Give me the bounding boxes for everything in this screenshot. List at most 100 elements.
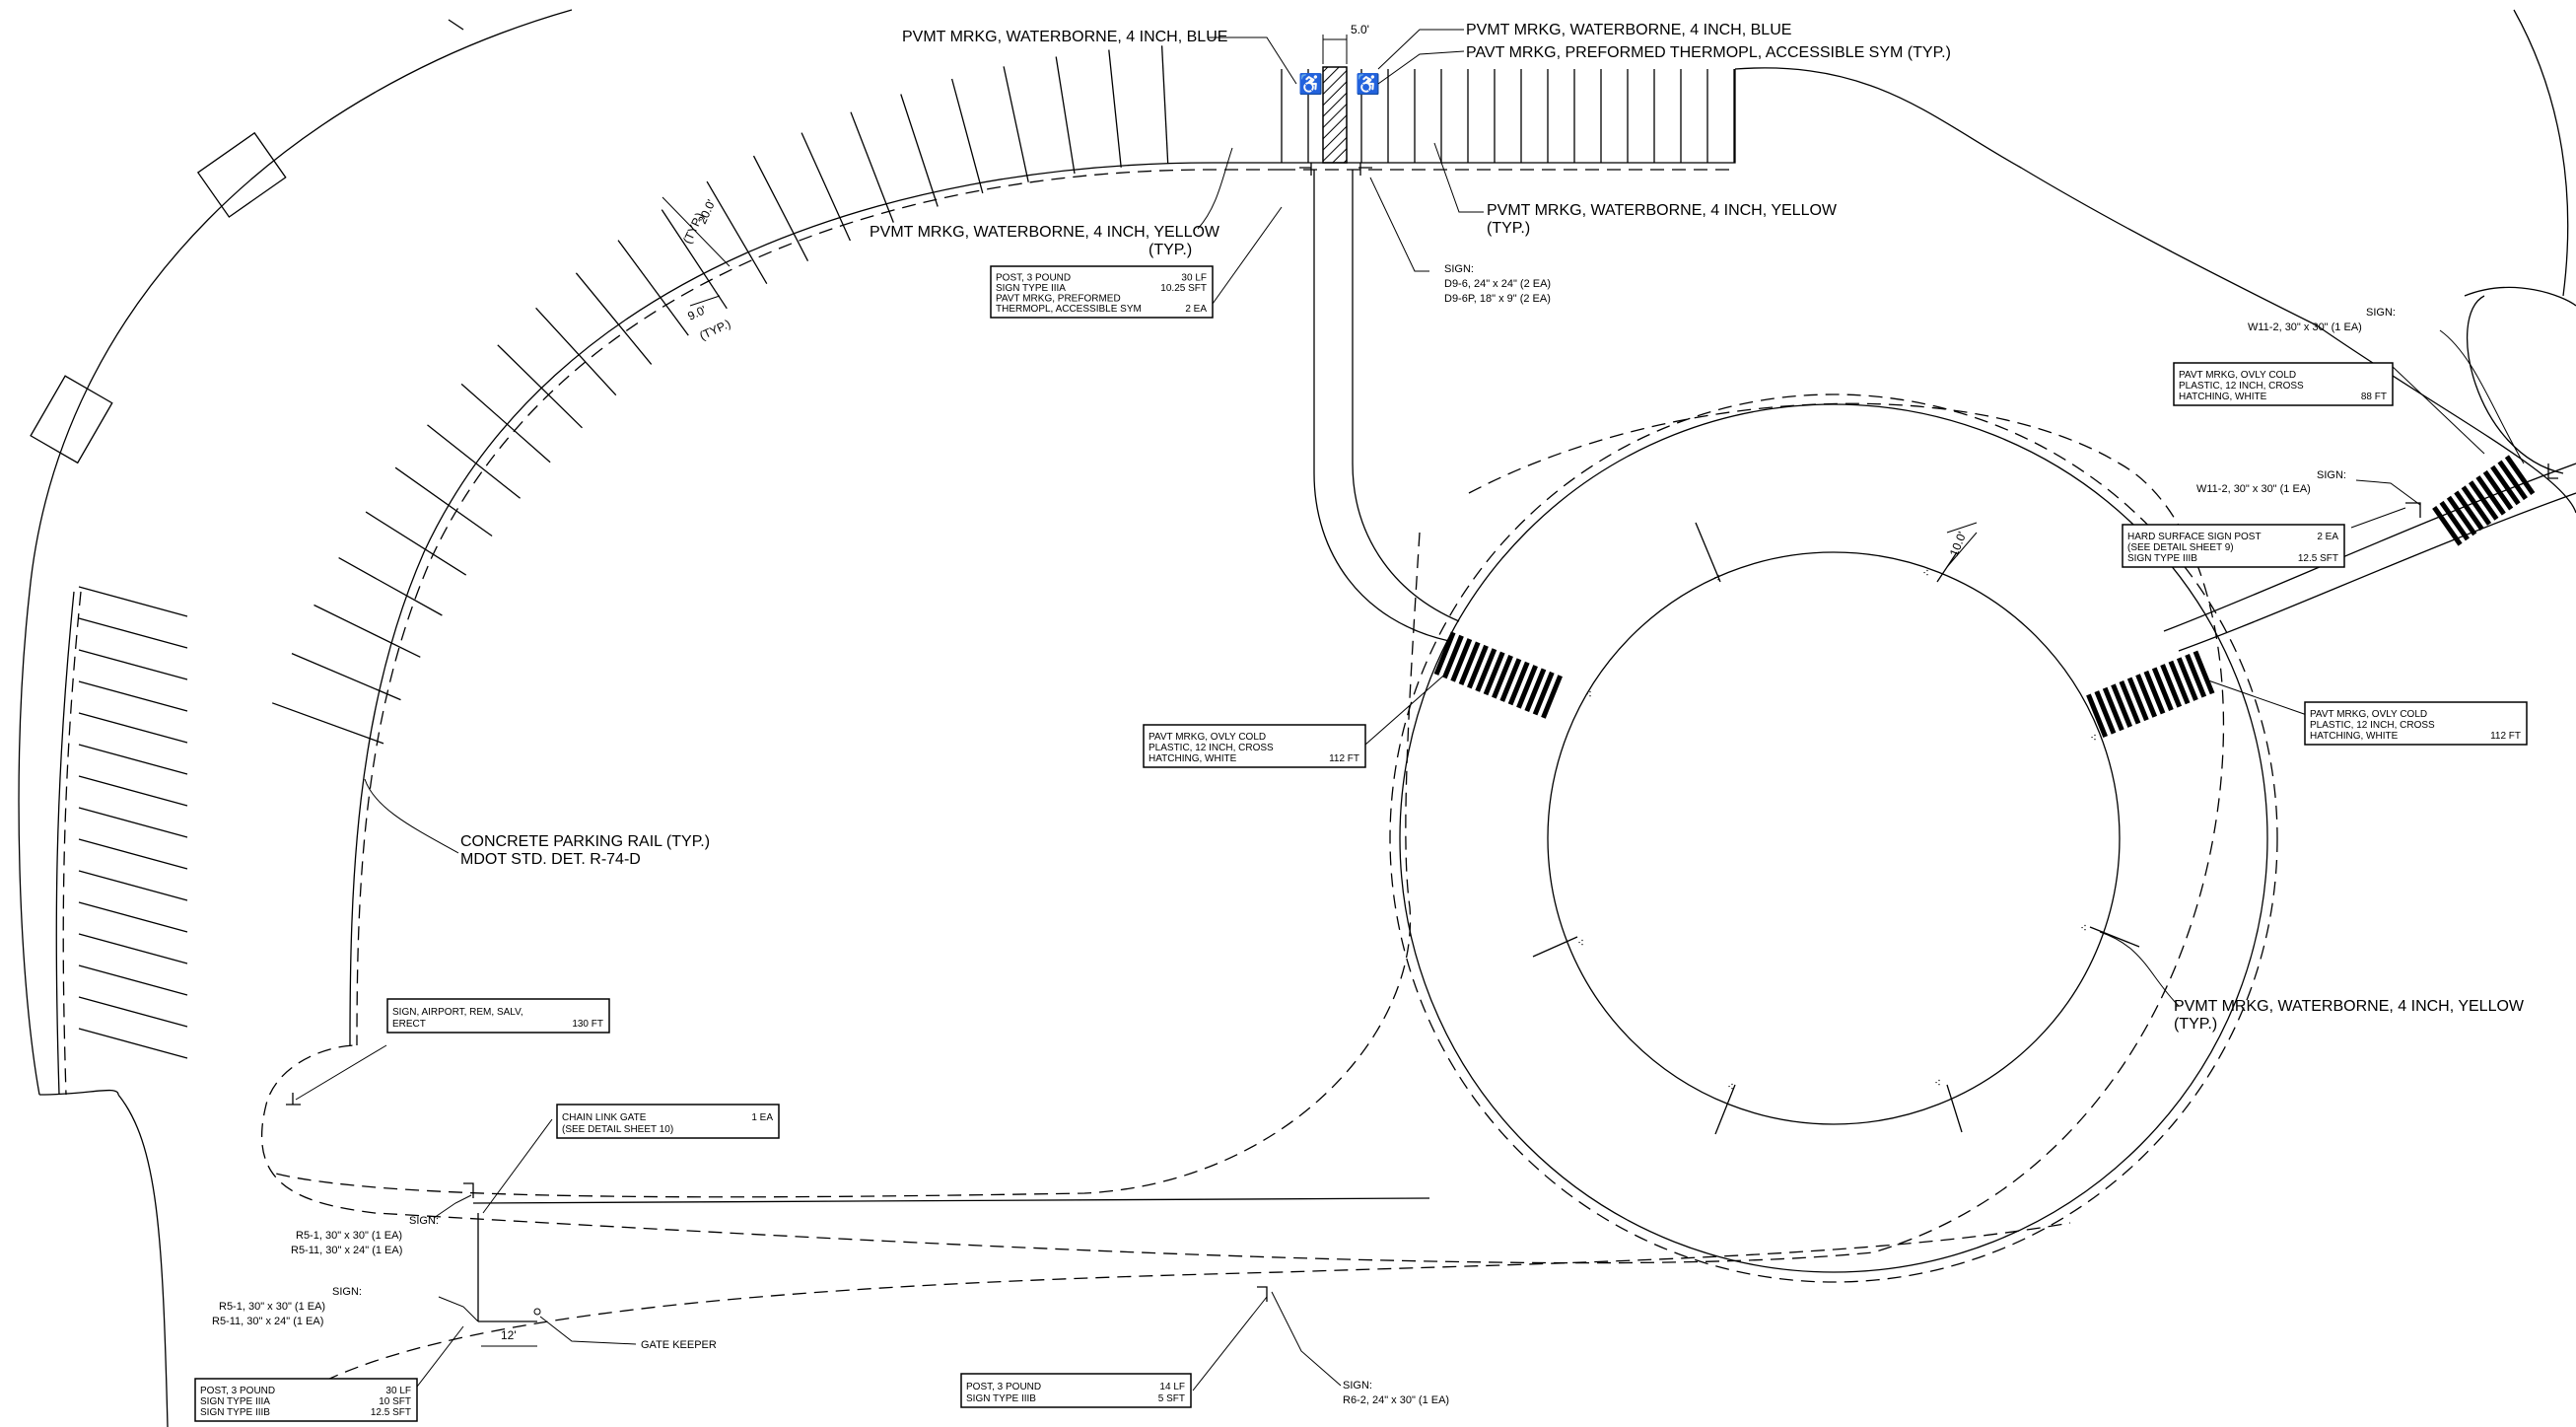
stall-line [1160, 45, 1169, 165]
leader-lines [295, 29, 2525, 1391]
quantity-value: 30 LF [1181, 273, 1207, 284]
crosswalk [1433, 631, 1563, 719]
callout-pvmt-yellow-circle: PVMT MRKG, WATERBORNE, 4 INCH, YELLOW [2174, 998, 2525, 1015]
base-linework [18, 9, 2576, 1427]
stall-line [394, 466, 493, 537]
callout-pvmt-yellow-circle-typ: (TYP.) [2174, 1016, 2217, 1033]
quantity-item: POST, 3 POUND [966, 1382, 1041, 1392]
stall-line [78, 775, 188, 807]
stall-line [78, 964, 188, 996]
stall-line [78, 586, 188, 617]
quantity-item: SIGN TYPE IIIB [2127, 553, 2197, 564]
quantity-item: PAVT MRKG, OVLY COLD [2310, 709, 2427, 720]
quantity-item: PAVT MRKG, PREFORMED [996, 294, 1121, 305]
quantity-item: PAVT MRKG, OVLY COLD [1149, 732, 1266, 743]
stall-line [291, 653, 401, 701]
quantity-item: THERMOPL, ACCESSIBLE SYM [996, 304, 1142, 315]
quantity-value: 14 LF [1159, 1382, 1185, 1392]
quantity-item: HATCHING, WHITE [2179, 392, 2267, 402]
stall-line [78, 649, 188, 680]
stall-line [78, 933, 188, 964]
sign-r5-upper-r511: R5-11, 30" x 24" (1 EA) [291, 1245, 402, 1256]
quantity-box-post-bottom-mid: POST, 3 POUND 14 LF SIGN TYPE IIIB 5 SFT [960, 1373, 1192, 1408]
callout-concrete-rail: CONCRETE PARKING RAIL (TYP.) [460, 833, 710, 850]
svg-text:⁖: ⁖ [1934, 1076, 1941, 1090]
stall-line [1003, 66, 1029, 182]
callout-concrete-rail-det: MDOT STD. DET. R-74-D [460, 851, 641, 868]
quantity-item: SIGN TYPE IIIB [200, 1407, 270, 1418]
sign-post-icon [463, 1182, 474, 1198]
svg-text:⁖: ⁖ [1713, 571, 1720, 585]
stall-line [365, 511, 467, 576]
sign-post-icon [1299, 163, 1312, 176]
stall-line [617, 240, 689, 336]
callout-pvmt-blue-left: PVMT MRKG, WATERBORNE, 4 INCH, BLUE [902, 29, 1227, 45]
sign-w11-mid-value: W11-2, 30" x 30" (1 EA) [2196, 483, 2311, 495]
quantity-value: 5 SFT [1158, 1393, 1185, 1404]
stall-line [900, 94, 939, 207]
sign-r6-label: SIGN: [1343, 1380, 1372, 1391]
sign-r5-lower-label: SIGN: [332, 1286, 362, 1298]
stall-line [575, 272, 653, 365]
quantity-value: 2 EA [2317, 532, 2338, 542]
callout-pvmt-yellow-left: PVMT MRKG, WATERBORNE, 4 INCH, YELLOW [870, 224, 1220, 241]
stall-line [752, 155, 809, 261]
quantity-item: ERECT [392, 1019, 426, 1030]
quantity-item: (SEE DETAIL SHEET 10) [562, 1124, 673, 1135]
sign-post-icon [286, 1093, 301, 1106]
svg-text:⁖: ⁖ [1585, 687, 1592, 701]
stall-dimensions: 20.0' (TYP.) 9.0' (TYP.) 5.0' 12' [481, 23, 1369, 1347]
sign-r5-upper-label: SIGN: [409, 1215, 439, 1227]
callout-pvmt-yellow-right: PVMT MRKG, WATERBORNE, 4 INCH, YELLOW [1487, 202, 1838, 219]
callout-pvmt-yellow-right-typ: (TYP.) [1487, 220, 1530, 237]
quantity-item: POST, 3 POUND [996, 273, 1071, 284]
roundabout-markings: ⁖ ⁖ ⁖ ⁖ ⁖ ⁖ ⁖ ⁖ 10.0' [1532, 522, 2140, 1135]
quantity-item: HATCHING, WHITE [1149, 753, 1237, 764]
stall-line [78, 838, 188, 870]
stall-line [338, 557, 443, 616]
stall-line [78, 996, 188, 1028]
stall-line [850, 111, 894, 223]
sign-r6-value: R6-2, 24" x 30" (1 EA) [1343, 1394, 1449, 1406]
sign-post-icon [2547, 464, 2558, 479]
parking-stall-lines [78, 45, 1735, 1059]
quantity-item: SIGN TYPE IIIB [966, 1393, 1036, 1404]
accessible-symbol-icon: ♿ [1356, 72, 1380, 96]
building-outline [196, 131, 287, 218]
quantity-item: POST, 3 POUND [200, 1386, 275, 1396]
quantity-value: 112 FT [1329, 753, 1359, 764]
quantity-value: 12.5 SFT [371, 1407, 411, 1418]
sign-r5-lower-r511: R5-11, 30" x 24" (1 EA) [212, 1316, 323, 1327]
callout-pavt-accessible: PAVT MRKG, PREFORMED THERMOPL, ACCESSIBL… [1466, 44, 1951, 61]
svg-text:⁖: ⁖ [1577, 936, 1584, 950]
quantity-value: 112 FT [2490, 731, 2521, 742]
stall-line [460, 383, 551, 464]
dimension-9ft: 9.0' [685, 303, 708, 323]
callout-pvmt-yellow-left-typ: (TYP.) [1149, 242, 1192, 258]
dimension-9ft-typ: (TYP.) [697, 317, 732, 343]
callout-pvmt-blue-right: PVMT MRKG, WATERBORNE, 4 INCH, BLUE [1466, 22, 1791, 38]
quantity-item: HATCHING, WHITE [2310, 731, 2399, 742]
sign-w11-top-label: SIGN: [2366, 307, 2396, 319]
dimension-5ft: 5.0' [1351, 23, 1369, 36]
quantity-item: SIGN TYPE IIIA [200, 1396, 270, 1407]
svg-text:⁖: ⁖ [2090, 731, 2097, 745]
stall-line [78, 680, 188, 712]
quantity-item: SIGN TYPE IIIA [996, 283, 1066, 294]
quantity-value: 1 EA [751, 1112, 773, 1123]
quantity-value: 130 FT [572, 1019, 603, 1030]
stall-line [78, 901, 188, 933]
gate-keeper-icon [533, 1308, 541, 1316]
stall-line [1055, 56, 1076, 175]
sign-top-label: SIGN: [1444, 263, 1474, 275]
sign-top-d96p: D9-6P, 18" x 9" (2 EA) [1444, 293, 1551, 305]
stall-line [271, 702, 384, 745]
